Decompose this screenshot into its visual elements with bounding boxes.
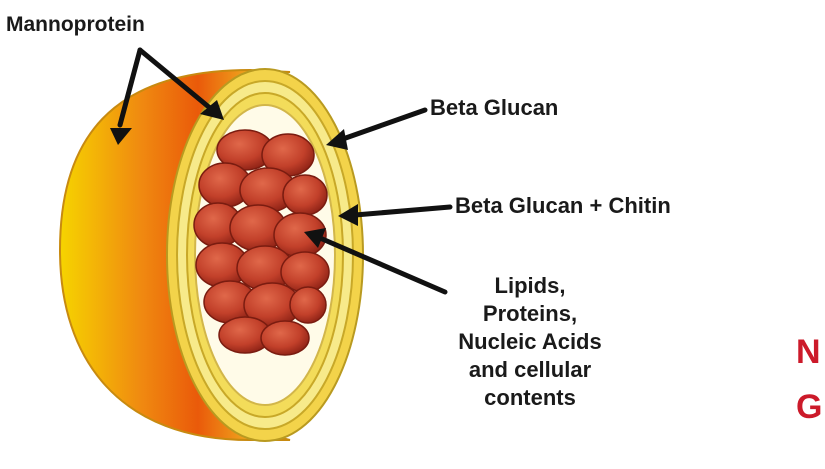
label-mannoprotein: Mannoprotein [6, 12, 145, 37]
label-line: and cellular [400, 356, 660, 384]
label-line: Nucleic Acids [400, 328, 660, 356]
arrow-beta-glucan [340, 110, 425, 140]
cropped-red-text-line-1: N [796, 335, 821, 369]
label-line: contents [400, 384, 660, 412]
label-beta-glucan-chitin: Beta Glucan + Chitin [455, 193, 671, 219]
cropped-red-text-line-2: G [796, 390, 822, 424]
arrow-beta-glucan-chitin [355, 207, 450, 215]
label-line: Lipids, [400, 272, 660, 300]
label-beta-glucan: Beta Glucan [430, 95, 558, 121]
label-line: Proteins, [400, 300, 660, 328]
label-cell-contents: Lipids, Proteins, Nucleic Acids and cell… [400, 272, 660, 412]
